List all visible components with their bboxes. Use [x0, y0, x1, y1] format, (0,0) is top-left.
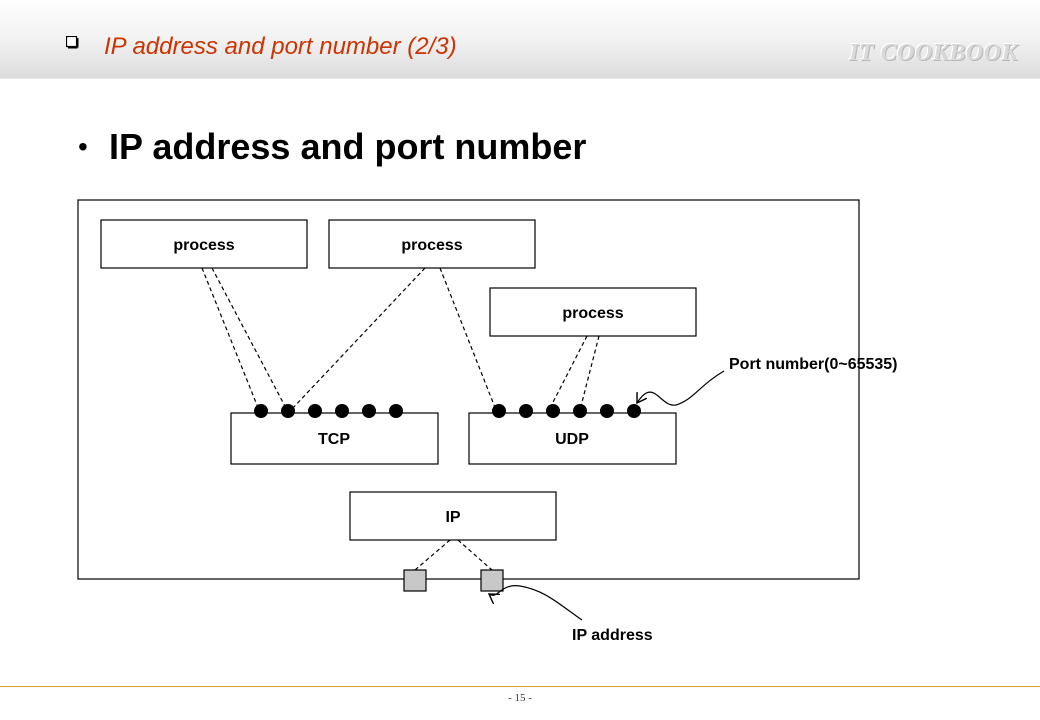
network-interface-right: [480, 569, 504, 592]
connection-line: [290, 267, 426, 411]
ip-address-callout-arrow: [489, 585, 583, 621]
tcp-port-dot: [389, 404, 403, 418]
process-label-left: process: [173, 237, 234, 254]
tcp-port-dot: [362, 404, 376, 418]
port-callout-arrow: [637, 370, 725, 406]
header-band: [0, 0, 1040, 78]
tcp-label: TCP: [318, 431, 350, 448]
ip-address-label: IP address: [572, 627, 653, 644]
checkbox-square-icon: [66, 36, 79, 49]
process-label-middle: process: [401, 237, 462, 254]
udp-port-dot: [492, 404, 506, 418]
udp-port-dot: [627, 404, 641, 418]
brand-logo: IT COOKBOOK: [849, 40, 1018, 66]
udp-port-dot: [600, 404, 614, 418]
ip-label: IP: [445, 509, 460, 526]
connection-line: [579, 335, 600, 411]
footer-rule: [0, 686, 1040, 687]
connection-line: [211, 267, 288, 411]
connection-line: [201, 267, 260, 411]
udp-port-dot: [519, 404, 533, 418]
host-frame: [77, 199, 860, 580]
tcp-port-dot: [281, 404, 295, 418]
udp-box: UDP: [468, 412, 677, 465]
network-interface-left: [403, 569, 427, 592]
udp-port-dot: [573, 404, 587, 418]
process-label-right: process: [562, 305, 623, 322]
main-heading: IP address and port number: [109, 126, 587, 167]
ip-box: IP: [349, 491, 557, 541]
heading-bullet: •: [78, 131, 88, 162]
header-divider: [0, 78, 1040, 79]
tcp-port-dot: [335, 404, 349, 418]
page-number: - 15 -: [508, 692, 532, 704]
port-number-label: Port number(0~65535): [729, 356, 898, 373]
process-box-middle: process: [328, 219, 536, 269]
tcp-port-dot: [254, 404, 268, 418]
interface-connection-line: [457, 539, 493, 571]
tcp-box: TCP: [230, 412, 439, 465]
connection-line: [548, 335, 588, 411]
connection-line: [439, 267, 497, 411]
interface-connection-line: [414, 539, 451, 571]
slide-title: IP address and port number (2/3): [104, 33, 457, 60]
udp-port-dot: [546, 404, 560, 418]
udp-label: UDP: [555, 431, 589, 448]
process-box-left: process: [100, 219, 308, 269]
process-box-right: process: [489, 287, 697, 337]
tcp-port-dot: [308, 404, 322, 418]
